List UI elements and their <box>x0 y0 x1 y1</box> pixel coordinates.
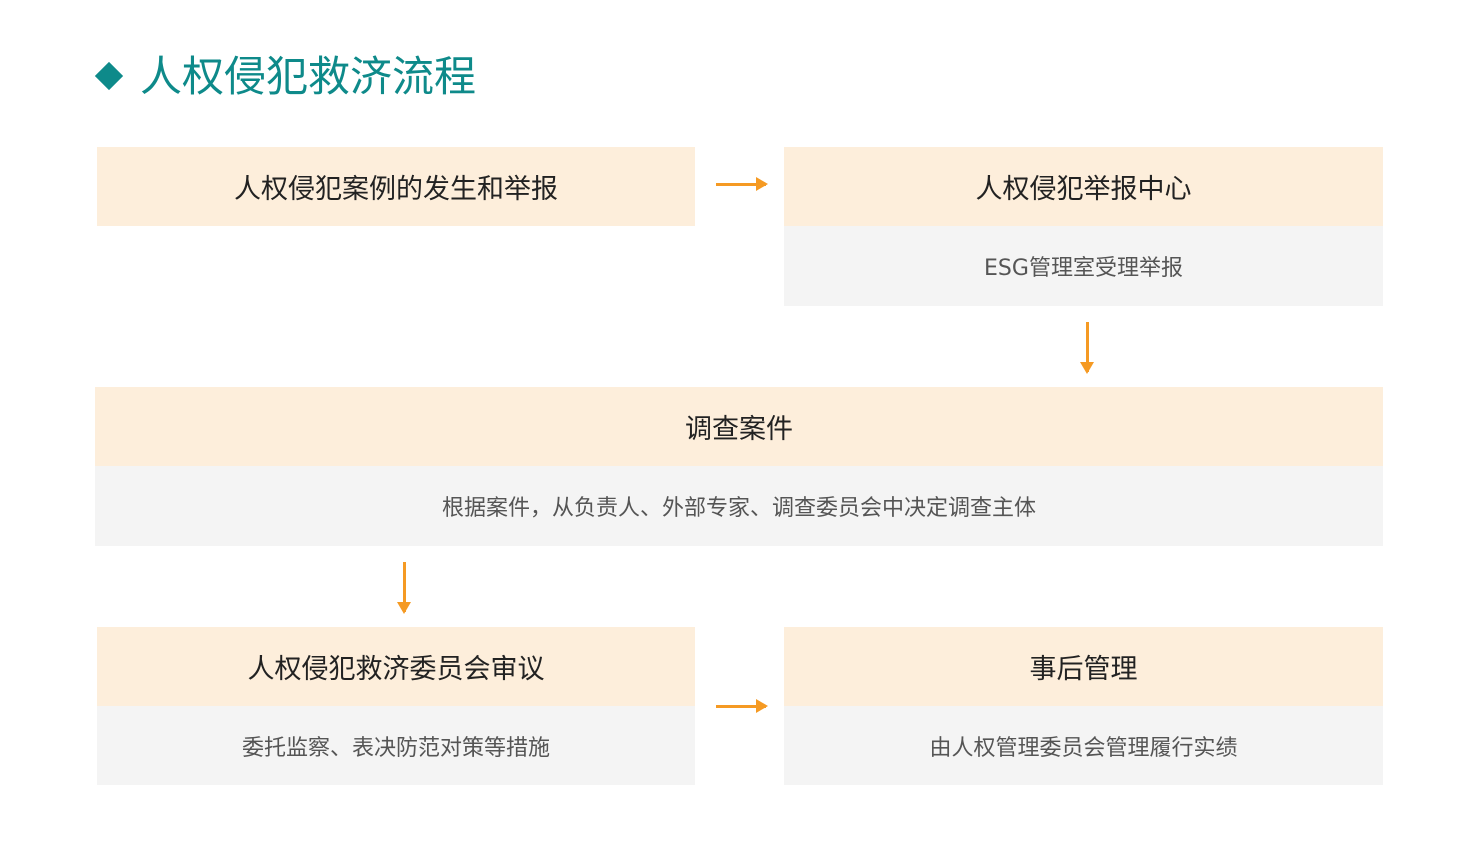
diamond-bullet-icon <box>94 61 124 91</box>
step-center-header: 人权侵犯举报中心 <box>784 147 1383 226</box>
step-investigate-desc: 根据案件，从负责人、外部专家、调查委员会中决定调查主体 <box>95 466 1383 546</box>
step-committee-desc: 委托监察、表决防范对策等措施 <box>97 706 695 785</box>
step-followup-desc: 由人权管理委员会管理履行实绩 <box>784 706 1383 785</box>
step-followup-header: 事后管理 <box>784 627 1383 706</box>
step-report-header: 人权侵犯案例的发生和举报 <box>97 147 695 226</box>
arrow-right-icon <box>716 177 768 191</box>
step-investigate-header: 调查案件 <box>95 387 1383 466</box>
arrow-down-icon <box>397 562 411 614</box>
page-title: 人权侵犯救济流程 <box>140 52 477 101</box>
arrow-right-icon <box>716 699 768 713</box>
step-center-desc: ESG管理室受理举报 <box>784 226 1383 306</box>
arrow-down-icon <box>1080 322 1094 374</box>
step-committee-header: 人权侵犯救济委员会审议 <box>97 627 695 706</box>
